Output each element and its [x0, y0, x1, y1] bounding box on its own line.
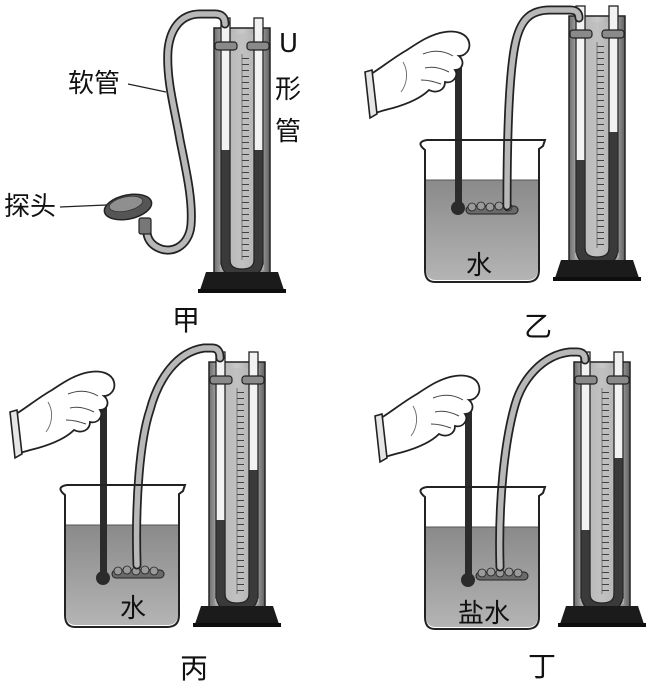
- liquid-label: 盐水: [458, 599, 510, 629]
- caption-ding: 丁: [528, 650, 556, 683]
- pressure-probe: [103, 193, 153, 235]
- right-liquid-column: [254, 150, 263, 262]
- u-tube-manometer: [192, 351, 282, 628]
- probe-rod: [465, 402, 472, 578]
- liquid-label: 水: [120, 594, 146, 624]
- left-liquid-column: [581, 530, 590, 600]
- panel-yi: 水 乙: [364, 5, 642, 343]
- u-tube-manometer: [197, 17, 287, 294]
- probe-ball: [451, 201, 465, 215]
- right-liquid-column: [614, 458, 623, 600]
- u-tube-label-xing: 形: [275, 75, 301, 105]
- probe-label: 探头: [4, 192, 56, 222]
- hose: [502, 5, 584, 211]
- left-liquid-column: [221, 150, 230, 262]
- u-tube-manometer: [552, 5, 642, 282]
- panel-jia: 软管 U 形 管 探头 甲: [4, 9, 301, 337]
- panel-bing: 水 丙: [9, 343, 282, 685]
- hand: [364, 30, 471, 119]
- right-liquid-column: [609, 132, 618, 254]
- caption-yi: 乙: [524, 310, 552, 343]
- liquid-label: 水: [466, 251, 492, 281]
- u-tube-label-u: U: [279, 29, 298, 59]
- u-tube-label-guan: 管: [275, 117, 301, 147]
- probe-ball: [461, 573, 475, 587]
- hose: [495, 347, 590, 572]
- panel-ding: 盐水 丁: [374, 347, 647, 683]
- left-liquid-column: [216, 520, 225, 600]
- right-liquid-column: [249, 470, 258, 600]
- caption-bing: 丙: [180, 652, 208, 685]
- probe-leader-line: [59, 204, 107, 208]
- hand: [9, 370, 116, 459]
- hand: [374, 374, 481, 463]
- hose-leader-line: [127, 83, 167, 93]
- probe-rod: [100, 398, 107, 576]
- caption-jia: 甲: [172, 304, 200, 337]
- left-liquid-column: [576, 160, 585, 254]
- u-tube-manometer: [557, 351, 647, 628]
- hose: [142, 9, 230, 255]
- hose-label: 软管: [68, 69, 120, 99]
- probe-ball: [96, 571, 110, 585]
- probe-rod: [455, 58, 462, 206]
- hose: [132, 343, 225, 570]
